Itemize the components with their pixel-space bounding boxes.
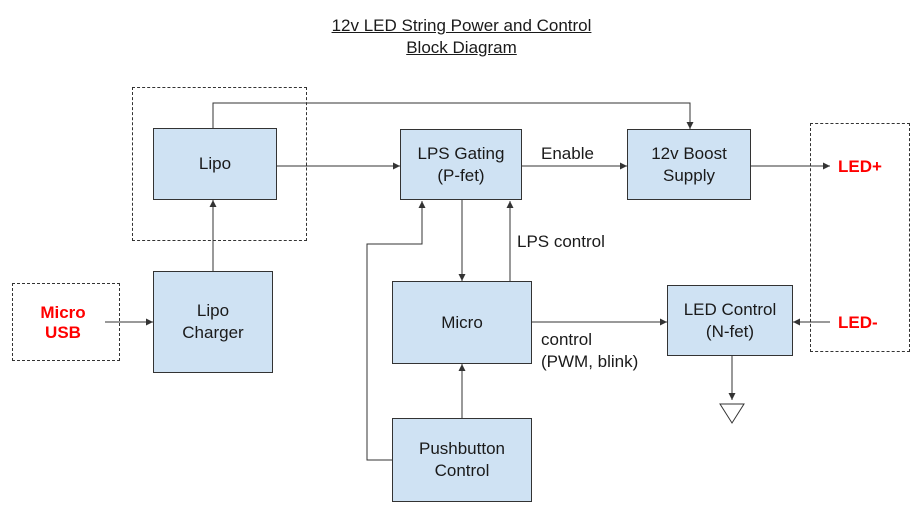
ground-symbol xyxy=(719,403,745,424)
led-minus-label: LED- xyxy=(838,313,878,332)
battery-enclosure xyxy=(132,87,307,241)
micro-usb-connector xyxy=(12,283,120,361)
lipo-charger-label-line1: Lipo xyxy=(196,301,230,320)
led-control-label-line2: (N-fet) xyxy=(705,321,755,341)
lps-control-label: LPS control xyxy=(517,232,605,251)
micro-usb-label-line1: Micro xyxy=(40,303,86,322)
pushbutton-label-line2: Control xyxy=(434,461,490,480)
led-string-connector xyxy=(810,123,910,352)
micro-usb-label-line2: USB xyxy=(45,323,81,342)
micro-block-label: Micro xyxy=(441,312,483,332)
diagram-title-line2: Block Diagram xyxy=(406,38,517,57)
led-control-block[interactable]: LED Control (N-fet) xyxy=(667,285,793,356)
lipo-block-label: Lipo xyxy=(198,154,232,173)
pushbutton-label-line1: Pushbutton xyxy=(418,439,505,458)
boost-supply-block[interactable]: 12v Boost Supply xyxy=(627,129,751,200)
wire-lipo-to-boost xyxy=(212,102,694,129)
lipo-block[interactable]: Lipo xyxy=(153,128,277,200)
pushbutton-control-block[interactable]: Pushbutton Control xyxy=(392,418,532,502)
boost-supply-label-line2: Supply xyxy=(663,165,715,185)
control-label-line1: control xyxy=(541,330,593,349)
control-label-line2: (PWM, blink) xyxy=(541,352,639,371)
lps-gating-block[interactable]: LPS Gating (P-fet) xyxy=(400,129,522,200)
micro-block[interactable]: Micro xyxy=(392,281,532,364)
boost-supply-label-line1: 12v Boost xyxy=(651,143,727,163)
lipo-charger-block[interactable]: Lipo Charger xyxy=(153,271,273,373)
led-plus-label: LED+ xyxy=(838,157,882,176)
lps-gating-label-line1: LPS Gating xyxy=(417,143,505,163)
wire-pushbutton-to-lps xyxy=(366,201,426,461)
micro-usb-label: Micro USB xyxy=(22,303,104,343)
lps-gating-label-line2: (P-fet) xyxy=(437,165,485,185)
diagram-title-line1: 12v LED String Power and Control xyxy=(331,16,592,35)
enable-label: Enable xyxy=(541,144,594,163)
led-control-label-line1: LED Control xyxy=(683,299,777,319)
lipo-charger-label-line2: Charger xyxy=(182,323,244,342)
